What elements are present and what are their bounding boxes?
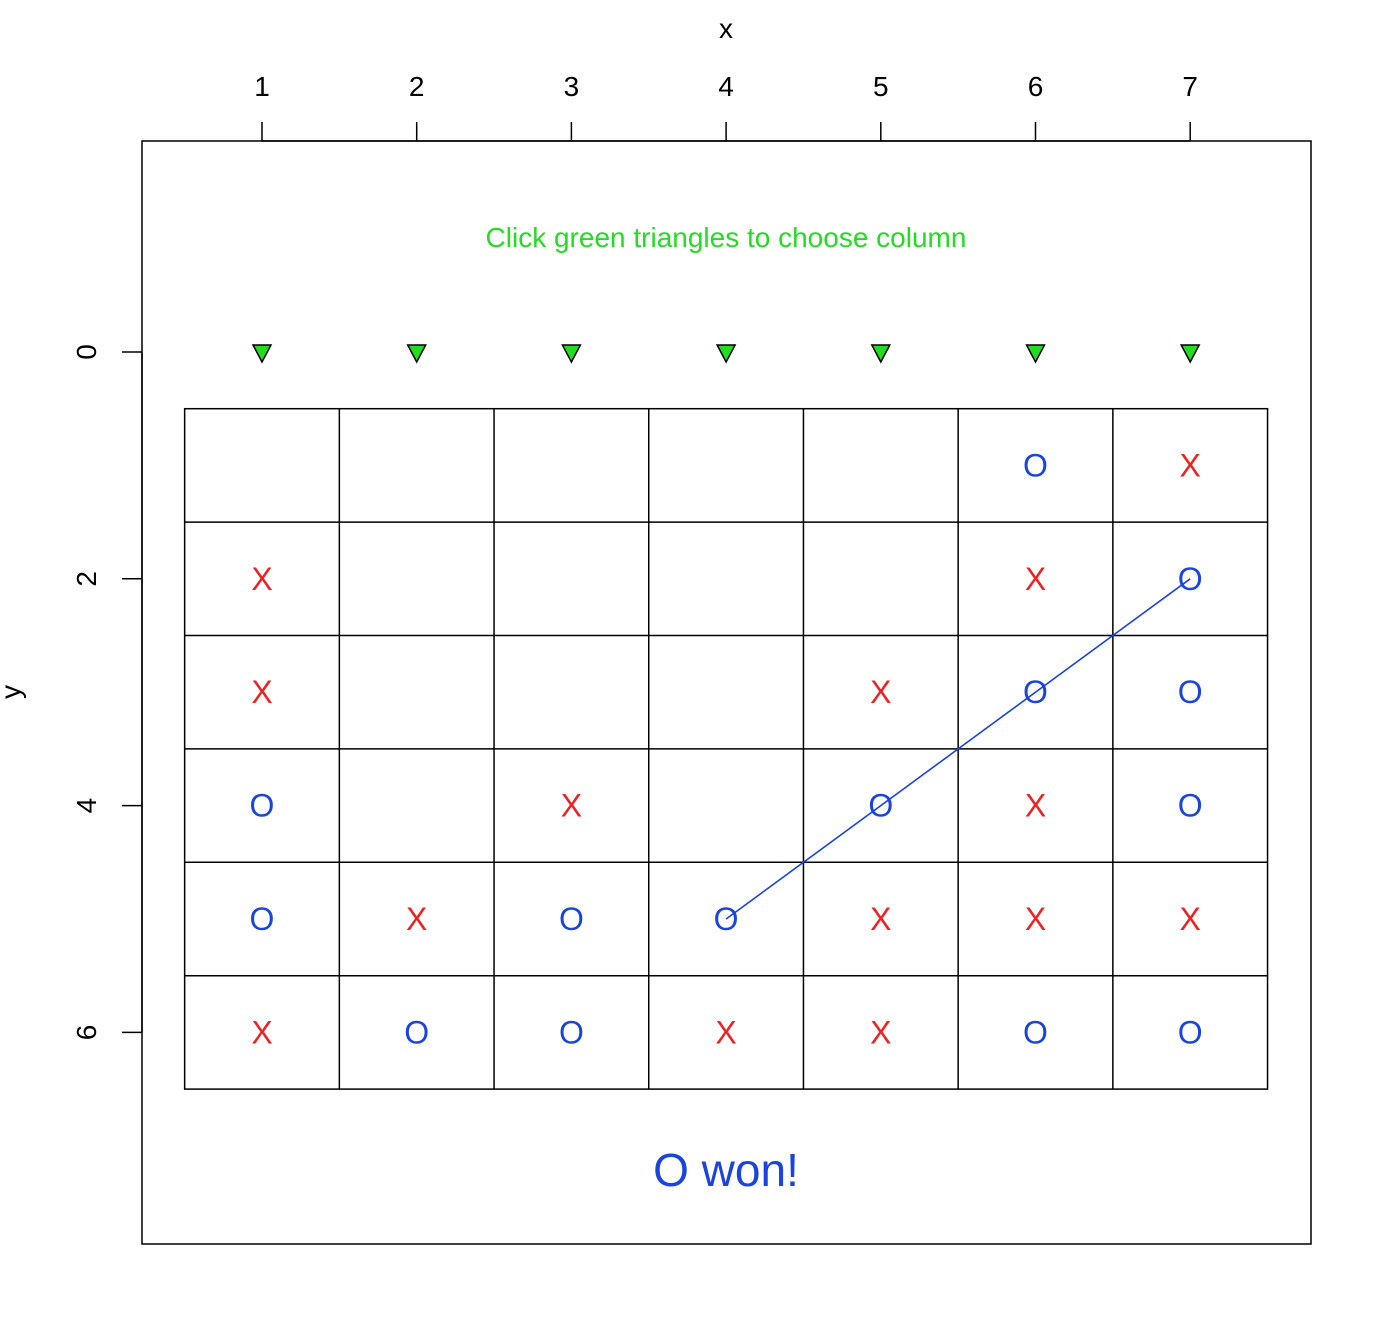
x-axis: 1 2 3 4 5 6 7 [254, 71, 1198, 142]
piece-x: X [870, 901, 891, 937]
piece-x: X [251, 674, 272, 710]
column-2-triangle-button[interactable] [406, 344, 427, 364]
y-tick-label: 2 [71, 571, 102, 587]
y-axis: 0 2 4 6 [71, 344, 143, 1041]
winning-line [725, 578, 1191, 920]
column-5-triangle-button[interactable] [870, 344, 892, 364]
piece-x: X [251, 1014, 272, 1050]
game-pieces: OXXXOXXOOOXOXOOXOOXXXXOOXXOO [250, 447, 1203, 1050]
column-3-triangle-button[interactable] [561, 344, 582, 364]
x-tick-label: 3 [564, 71, 580, 102]
piece-o: O [1023, 447, 1048, 483]
plot-frame [141, 140, 1312, 1245]
piece-x: X [406, 901, 427, 937]
y-tick-label: 4 [71, 798, 102, 814]
piece-x: X [1025, 788, 1046, 824]
x-tick-label: 7 [1182, 71, 1198, 102]
column-selectors [251, 344, 1201, 364]
game-board [183, 407, 1269, 1090]
piece-x: X [870, 1014, 891, 1050]
piece-o: O [1023, 1014, 1048, 1050]
column-4-triangle-button[interactable] [715, 344, 737, 364]
piece-o: O [1178, 788, 1203, 824]
status-text: O won! [653, 1144, 799, 1196]
piece-o: O [1178, 1014, 1203, 1050]
piece-x: X [715, 1014, 736, 1050]
piece-o: O [250, 901, 275, 937]
piece-o: O [250, 788, 275, 824]
piece-o: O [559, 1014, 584, 1050]
piece-o: O [559, 901, 584, 937]
piece-x: X [870, 674, 891, 710]
instruction-text: Click green triangles to choose column [486, 222, 967, 253]
column-6-triangle-button[interactable] [1025, 344, 1046, 364]
piece-x: X [1025, 901, 1046, 937]
x-tick-label: 6 [1028, 71, 1044, 102]
piece-o: O [404, 1014, 429, 1050]
piece-x: X [1025, 561, 1046, 597]
x-tick-label: 2 [409, 71, 425, 102]
x-tick-label: 5 [873, 71, 889, 102]
x-axis-title: x [719, 13, 733, 44]
y-axis-title: y [0, 685, 26, 699]
piece-x: X [1180, 901, 1201, 937]
column-1-triangle-button[interactable] [251, 344, 273, 364]
piece-x: X [561, 788, 582, 824]
x-tick-label: 1 [254, 71, 270, 102]
x-tick-label: 4 [718, 71, 734, 102]
piece-x: X [251, 561, 272, 597]
piece-o: O [1178, 674, 1203, 710]
column-7-triangle-button[interactable] [1179, 344, 1201, 364]
piece-x: X [1180, 447, 1201, 483]
y-tick-label: 6 [71, 1025, 102, 1041]
y-tick-label: 0 [71, 344, 102, 360]
